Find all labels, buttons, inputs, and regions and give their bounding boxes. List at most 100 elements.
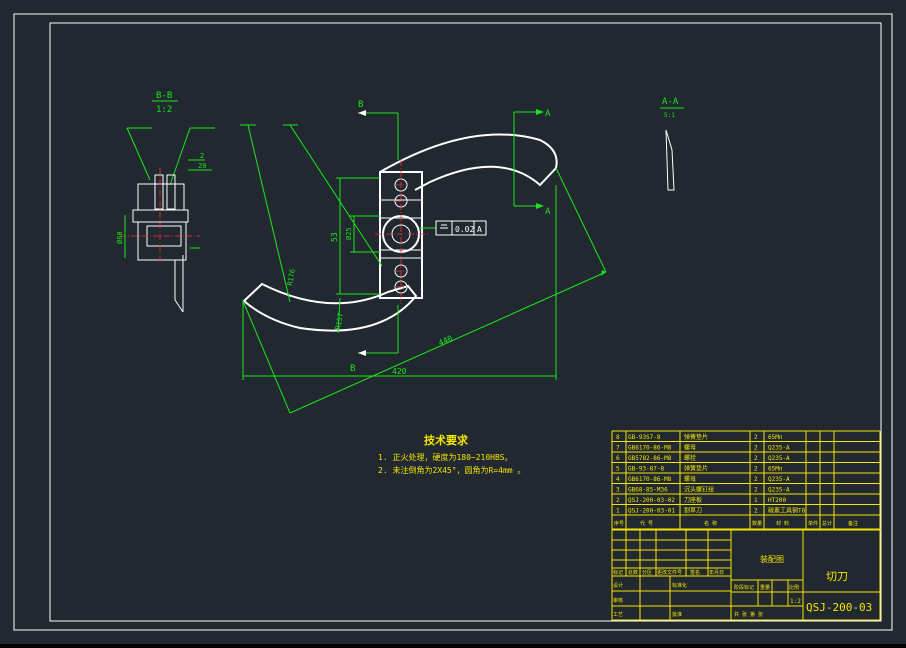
tb-process: 工艺 xyxy=(613,612,623,618)
title-block: 标记 处数 分区 更改文件号 签名 年月日 设计 标准化 审核 工艺 批准 装配… xyxy=(611,529,881,621)
bom-header-qty: 数量 xyxy=(752,520,762,527)
bom-cell-mat: Q235-A xyxy=(768,487,790,494)
section-a-bottom: A xyxy=(545,207,551,217)
dim-440: 440 xyxy=(437,334,454,348)
bom-header-remark: 备注 xyxy=(848,520,858,527)
tb-change-doc: 更改文件号 xyxy=(657,569,682,576)
bom-cell-code: QSJ-200-03-01 xyxy=(628,508,675,515)
section-b-bottom: B xyxy=(350,364,355,374)
tb-mark: 标记 xyxy=(613,569,623,576)
bom-cell-name: 螺母 xyxy=(684,475,696,483)
bom-cell-mat: 碳素工具钢T8 xyxy=(768,507,806,515)
bom-cell-name: 螺栓 xyxy=(684,454,696,462)
bom-header-no: 序号 xyxy=(614,520,624,527)
bom-cell-qty: 2 xyxy=(754,434,758,441)
bom-header-name: 名 称 xyxy=(704,520,717,527)
bom-cell-code: GB5782-86-M8 xyxy=(628,455,672,462)
bom-header-total: 总计 xyxy=(822,520,832,527)
view-aa: A-A 5:1 xyxy=(660,97,684,191)
bom-cell-code: QSJ-200-03-02 xyxy=(628,497,675,504)
view-bb: B-B 1:2 2 20 Ø60 xyxy=(116,91,215,313)
tb-assembly: 装配图 xyxy=(760,554,784,564)
bom-cell-name: 弹簧垫片 xyxy=(684,465,708,473)
bom-cell-no: 8 xyxy=(616,434,620,441)
bom-cell-mat: HT200 xyxy=(768,497,786,504)
lower-blade xyxy=(242,282,418,332)
bom-cell-name: 沉头螺钉组 xyxy=(684,486,714,494)
tech-line-2: 2. 未注倒角为2X45°，圆角为R=4mm 。 xyxy=(378,465,525,475)
main-view: 0.02 A 53 Ø25 R176 R157 A A B xyxy=(240,100,607,414)
bom-cell-qty: 2 xyxy=(754,508,758,515)
bom-cell-no: 3 xyxy=(616,487,620,494)
tech-title: 技术要求 xyxy=(424,433,469,447)
bom-cell-mat: Q235-A xyxy=(768,445,790,452)
bom-cell-mat: 65Mn xyxy=(768,466,783,473)
dim-r176: R176 xyxy=(286,268,297,286)
view-bb-scale: 1:2 xyxy=(156,105,172,115)
bb-dim-2: 2 xyxy=(200,152,204,160)
upper-blade xyxy=(379,133,558,191)
bom-cell-qty: 2 xyxy=(754,455,758,462)
bom-cell-code: GB-93-87-8 xyxy=(628,466,665,473)
bom-cell-code: GB68-85-M36 xyxy=(628,487,668,494)
bom-cell-no: 4 xyxy=(616,476,620,483)
bb-dim-20: 20 xyxy=(198,162,206,170)
tb-stage: 阶段标记 xyxy=(734,584,754,591)
bom-cell-code: GB6170-86-M8 xyxy=(628,445,672,452)
inner-border xyxy=(49,22,882,622)
tb-sign: 签名 xyxy=(690,569,700,576)
tech-requirements: 技术要求 1. 正火处理，硬度为180~210HBS。 2. 未注倒角为2X45… xyxy=(378,433,525,475)
bom-header-code: 代 号 xyxy=(640,520,653,527)
bom-cell-no: 2 xyxy=(616,497,620,504)
tb-design: 设计 xyxy=(613,582,623,589)
tb-standardize: 标准化 xyxy=(672,582,687,589)
outer-border xyxy=(13,13,893,631)
bom-cell-name: 螺母 xyxy=(684,444,696,452)
bom-cell-qty: 1 xyxy=(754,497,758,504)
tb-count: 处数 xyxy=(628,569,638,576)
bom-cell-qty: 2 xyxy=(754,476,758,483)
view-aa-scale: 5:1 xyxy=(664,112,675,119)
bom-cell-no: 7 xyxy=(616,445,620,452)
dim-53: 53 xyxy=(330,232,339,242)
tech-line-1: 1. 正火处理，硬度为180~210HBS。 xyxy=(378,452,513,462)
tolerance-datum: A xyxy=(477,225,482,234)
section-a-top: A xyxy=(545,109,551,119)
tb-drawing-no: QSJ-200-03 xyxy=(806,601,872,614)
tolerance-value: 0.02 xyxy=(455,225,474,234)
section-b-top: B xyxy=(358,100,363,110)
tb-ratio: 比例 xyxy=(789,584,799,591)
bom-cell-mat: 65Mn xyxy=(768,434,783,441)
bom-cell-no: 1 xyxy=(616,508,620,515)
tb-scale: 1:2 xyxy=(790,598,801,605)
bom-cell-name: 割草刀 xyxy=(684,507,702,515)
view-bb-title: B-B xyxy=(156,91,172,101)
tb-weight: 重量 xyxy=(760,584,770,591)
bb-dim-phi60: Ø60 xyxy=(116,231,124,244)
tb-sheets: 共 张 第 张 xyxy=(734,611,763,618)
tb-zone: 分区 xyxy=(642,569,652,576)
dim-phi25: Ø25 xyxy=(345,227,353,240)
bom-cell-no: 6 xyxy=(616,455,620,462)
bom-cell-qty: 2 xyxy=(754,466,758,473)
dim-420: 420 xyxy=(392,367,407,376)
view-aa-title: A-A xyxy=(662,97,679,107)
tb-part-name: 切刀 xyxy=(826,570,848,583)
bom-cell-no: 5 xyxy=(616,466,620,473)
tb-audit: 审核 xyxy=(613,597,623,604)
dim-r157: R157 xyxy=(334,312,345,330)
tolerance-frame xyxy=(435,220,487,236)
bom-cell-qty: 2 xyxy=(754,487,758,494)
bom-cell-code: GB6170-86-M8 xyxy=(628,476,672,483)
bom-cell-mat: Q235-A xyxy=(768,476,790,483)
bom-header-single: 单件 xyxy=(808,520,818,527)
tb-approve: 批准 xyxy=(672,611,682,618)
bom-cell-name: 刀座板 xyxy=(684,496,702,504)
bom-cell-code: GB-93S7-8 xyxy=(628,434,661,441)
bom-cell-mat: Q235-A xyxy=(768,455,790,462)
bom-cell-qty: 2 xyxy=(754,445,758,452)
bom-header-mat: 材 料 xyxy=(776,520,789,527)
